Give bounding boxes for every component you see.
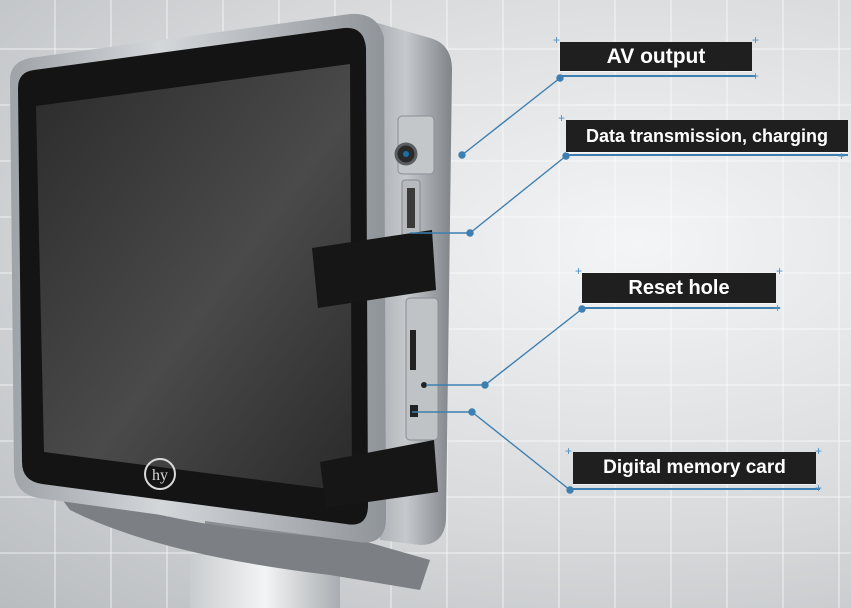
brand-logo: hy bbox=[144, 458, 176, 490]
plus-mark: + bbox=[558, 111, 566, 125]
leader-lines bbox=[410, 74, 586, 494]
data-charging-label: Data transmission, charging bbox=[566, 120, 848, 152]
plus-mark: + bbox=[838, 149, 846, 163]
memory-card-underline bbox=[568, 488, 820, 490]
plus-mark: + bbox=[565, 444, 573, 458]
reset-hole-underline bbox=[582, 307, 780, 309]
plus-mark: + bbox=[752, 33, 760, 47]
plus-mark: + bbox=[553, 33, 561, 47]
plus-mark: + bbox=[776, 264, 784, 278]
plus-mark: + bbox=[815, 444, 823, 458]
av-output-underline bbox=[560, 75, 756, 77]
upper-strap bbox=[312, 230, 436, 308]
svg-text:hy: hy bbox=[152, 467, 168, 484]
lower-housing bbox=[40, 470, 430, 590]
display-screen bbox=[36, 64, 352, 492]
av-port bbox=[394, 115, 435, 175]
plus-mark: + bbox=[774, 301, 782, 315]
lower-strap bbox=[320, 440, 438, 508]
card-slot-panel bbox=[405, 297, 439, 441]
memory-card-label: Digital memory card bbox=[573, 452, 816, 484]
plus-mark: + bbox=[575, 264, 583, 278]
data-charging-underline bbox=[566, 154, 848, 156]
plus-mark: + bbox=[815, 481, 823, 495]
av-output-label: AV output bbox=[560, 42, 752, 71]
reset-hole-label: Reset hole bbox=[582, 273, 776, 303]
data-port bbox=[401, 179, 421, 237]
plus-mark: + bbox=[752, 69, 760, 83]
